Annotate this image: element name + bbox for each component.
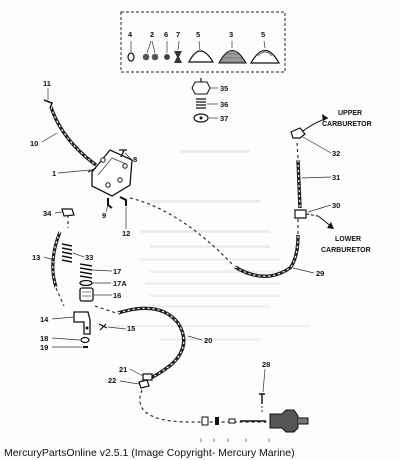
tee-fitting-30 (294, 209, 307, 219)
filter-16 (79, 287, 94, 302)
o-ring-part (127, 52, 135, 62)
label-34: 34 (43, 209, 52, 218)
svg-text:||: || (268, 437, 270, 442)
background-print-through (80, 150, 310, 341)
washer-part (151, 53, 159, 61)
fuel-hose-20 (117, 306, 186, 380)
label-15: 15 (127, 324, 135, 333)
label-5: 5 (196, 30, 200, 39)
label-5: 5 (261, 30, 265, 39)
label-22: 22 (108, 376, 116, 385)
check-valve-part (164, 54, 170, 60)
svg-text:||: || (200, 437, 202, 442)
label-16: 16 (113, 291, 121, 300)
fuel-route-dashed (139, 389, 286, 423)
leader-lines (41, 40, 332, 393)
label-10: 10 (30, 139, 38, 148)
fitting-34 (61, 208, 75, 217)
upper-carburetor-callout: UPPER CARBURETOR (322, 110, 372, 128)
label-30: 30 (332, 201, 340, 210)
label-32: 32 (332, 149, 340, 158)
label-17: 17 (113, 267, 121, 276)
spring-17 (79, 263, 93, 279)
label-31: 31 (332, 173, 340, 182)
spring-33 (61, 243, 73, 263)
o-ring-17a (79, 279, 93, 287)
label-17a: 17A (113, 279, 127, 288)
screw-15 (98, 323, 108, 331)
fuel-route-dashed (129, 197, 234, 266)
washer-part (142, 53, 150, 61)
svg-text:||: || (245, 437, 247, 442)
label-2: 2 (150, 30, 154, 39)
fuel-hose-31 (296, 159, 302, 209)
image-copyright-caption: MercuryPartsOnline v2.5.1 (Image Copyrig… (4, 447, 295, 459)
label-29: 29 (316, 269, 324, 278)
label-11: 11 (43, 79, 51, 88)
label-1: 1 (52, 169, 56, 178)
label-7: 7 (176, 30, 180, 39)
arrow-upper-carburetor (302, 114, 329, 132)
label-18: 18 (40, 334, 48, 343)
gasket-part (249, 49, 281, 64)
part-number-labels: 4 2 6 7 5 3 5 11 10 1 8 9 12 34 13 33 17… (30, 30, 340, 385)
washer-18 (80, 336, 90, 344)
lower-carburetor-callout: LOWER CARBURETOR (321, 236, 371, 254)
gasket-part (188, 50, 215, 63)
label-28: 28 (262, 360, 270, 369)
label-37: 37 (220, 114, 228, 123)
label-8: 8 (133, 155, 137, 164)
fuel-hose-13 (51, 231, 62, 288)
bracket-14 (73, 311, 91, 335)
callout-lower-line1: LOWER (335, 236, 361, 243)
elbow-fitting-9 (107, 198, 113, 209)
label-12: 12 (122, 229, 130, 238)
callout-upper-line2: CARBURETOR (322, 121, 372, 128)
diaphragm-parts-box (120, 11, 286, 73)
primer-subpart-marks: || || || || || (200, 437, 270, 442)
fitting-stack (191, 78, 211, 123)
label-19: 19 (40, 343, 48, 352)
screw-28 (259, 393, 265, 404)
svg-text:||: || (227, 437, 229, 442)
label-4: 4 (128, 30, 133, 39)
fitting-21 (142, 373, 153, 381)
primer-assembly (201, 409, 309, 433)
label-33: 33 (85, 253, 93, 262)
fuel-hose-10 (43, 99, 98, 167)
label-3: 3 (229, 30, 233, 39)
elbow-fitting-12 (119, 196, 127, 206)
label-35: 35 (220, 84, 228, 93)
label-36: 36 (220, 100, 228, 109)
label-9: 9 (102, 211, 106, 220)
callout-lower-line2: CARBURETOR (321, 247, 371, 254)
arrow-lower-carburetor (317, 215, 334, 229)
label-20: 20 (204, 336, 212, 345)
label-14: 14 (40, 315, 49, 324)
fitting-22 (138, 379, 150, 389)
fuel-hose-29 (234, 234, 300, 278)
label-6: 6 (164, 30, 168, 39)
label-13: 13 (32, 253, 40, 262)
callout-upper-line1: UPPER (338, 110, 362, 117)
label-21: 21 (119, 365, 127, 374)
svg-text:||: || (213, 437, 215, 442)
retainer-part (174, 51, 182, 63)
elbow-fitting-32 (290, 127, 306, 139)
fuel-pump-body (87, 149, 133, 197)
